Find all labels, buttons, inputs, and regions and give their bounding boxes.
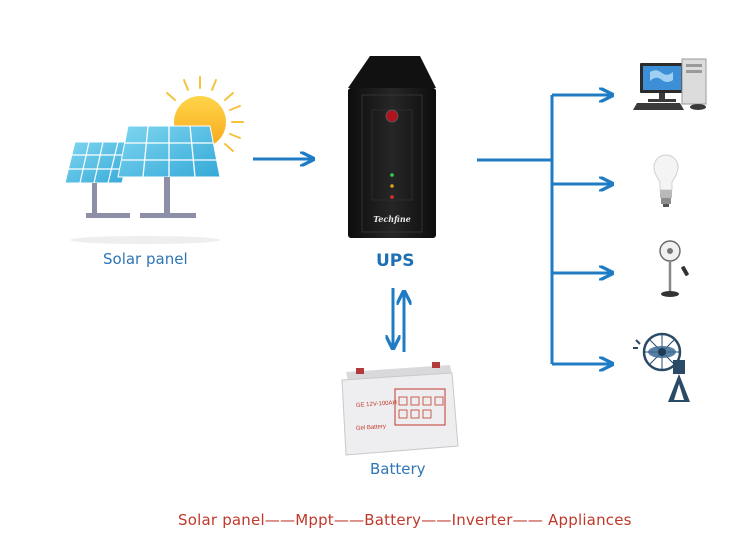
- battery-type-text: Gel Battery: [356, 424, 386, 432]
- flow-arrows: [253, 95, 611, 364]
- flow-caption: Solar panel——Mppt——Battery——Inverter—— A…: [178, 511, 632, 529]
- solar-panel-icon: [64, 76, 244, 244]
- solar-panel-label: Solar panel: [103, 250, 188, 268]
- standing-fan-icon: [659, 240, 689, 297]
- ups-device-icon: Techfine: [348, 56, 436, 238]
- ups-brand-text: Techfine: [373, 214, 411, 224]
- light-bulb-icon: [653, 154, 679, 207]
- ceiling-fan-icon: [633, 332, 690, 402]
- battery-model-text: GE 12V-100AH: [356, 400, 397, 409]
- battery-label: Battery: [370, 460, 426, 478]
- battery-icon: GE 12V-100AH Gel Battery: [341, 362, 459, 456]
- computer-icon: [633, 58, 707, 110]
- ups-label: UPS: [376, 251, 415, 271]
